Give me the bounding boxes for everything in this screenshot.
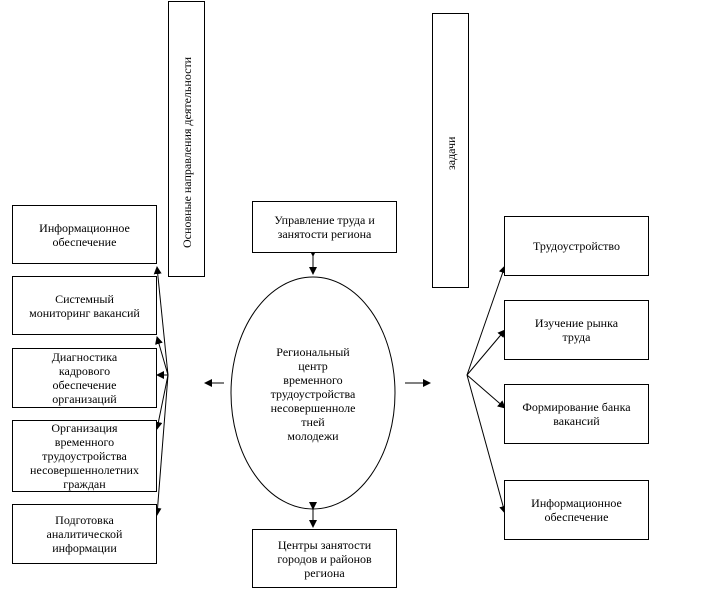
box-line: трудоустройства [42, 449, 127, 463]
box-line: труда [562, 330, 591, 344]
right-box-vacancy-bank: Формирование банка вакансий [504, 384, 649, 444]
box-line: Формирование банка [522, 400, 631, 414]
center-line: Региональный [276, 345, 350, 359]
box-line: Диагностика [51, 350, 118, 364]
box-line: обеспечение [52, 234, 117, 249]
right-box-employment: Трудоустройство [504, 216, 649, 276]
box-line: Изучение рынка [534, 316, 619, 330]
center-ellipse-text: Региональный центр временного трудоустро… [243, 345, 383, 443]
tasks-label-box [432, 13, 469, 288]
center-line: трудоустройства [270, 387, 356, 401]
box-line: Информационное [39, 220, 130, 235]
box-line: вакансий [553, 414, 600, 428]
box-line: региона [304, 565, 345, 580]
center-line: молодежи [287, 429, 339, 443]
box-line: Системный [55, 291, 114, 306]
directions-label-box [168, 1, 205, 277]
box-line: Трудоустройство [533, 239, 620, 253]
box-line: обеспечение [52, 378, 117, 392]
directions-label: Основные направления деятельности [180, 56, 194, 248]
box-line: информации [52, 541, 117, 555]
box-line: аналитической [46, 527, 123, 541]
left-box-analytics: Подготовка аналитической информации [12, 504, 157, 564]
box-line: несовершеннолетних [30, 463, 139, 477]
box-line: организаций [52, 392, 117, 406]
employment-centers-box: Центры занятости городов и районов регио… [252, 529, 397, 588]
left-box-information-support: Информационное обеспечение [12, 205, 157, 264]
right-box-information-support: Информационное обеспечение [504, 480, 649, 540]
box-line: городов и районов [277, 551, 372, 566]
box-line: кадрового [58, 364, 111, 378]
box-line: граждан [63, 477, 106, 491]
box-line: Информационное [531, 496, 622, 510]
left-box-staffing-diagnostics: Диагностика кадрового обеспечение органи… [12, 348, 157, 408]
left-box-vacancy-monitoring: Системный мониторинг вакансий [12, 276, 157, 335]
center-line: центр [298, 359, 328, 373]
box-line: обеспечение [544, 510, 609, 524]
center-line: несовершенноле [270, 401, 356, 415]
box-line: мониторинг вакансий [29, 305, 140, 320]
center-line: тней [301, 415, 325, 429]
regional-labor-office-box: Управление труда и занятости региона [252, 201, 397, 253]
box-line: Подготовка [55, 513, 114, 527]
left-box-temporary-employment: Организация временного трудоустройства н… [12, 420, 157, 492]
box-line: Организация [51, 421, 118, 435]
center-line: временного [283, 373, 343, 387]
right-box-labor-market-study: Изучение рынка труда [504, 300, 649, 360]
tasks-label: задачи [444, 136, 458, 170]
box-line: Управление труда и [274, 213, 375, 227]
box-line: занятости региона [277, 227, 372, 241]
box-line: временного [54, 435, 115, 449]
box-line: Центры занятости [277, 537, 372, 552]
